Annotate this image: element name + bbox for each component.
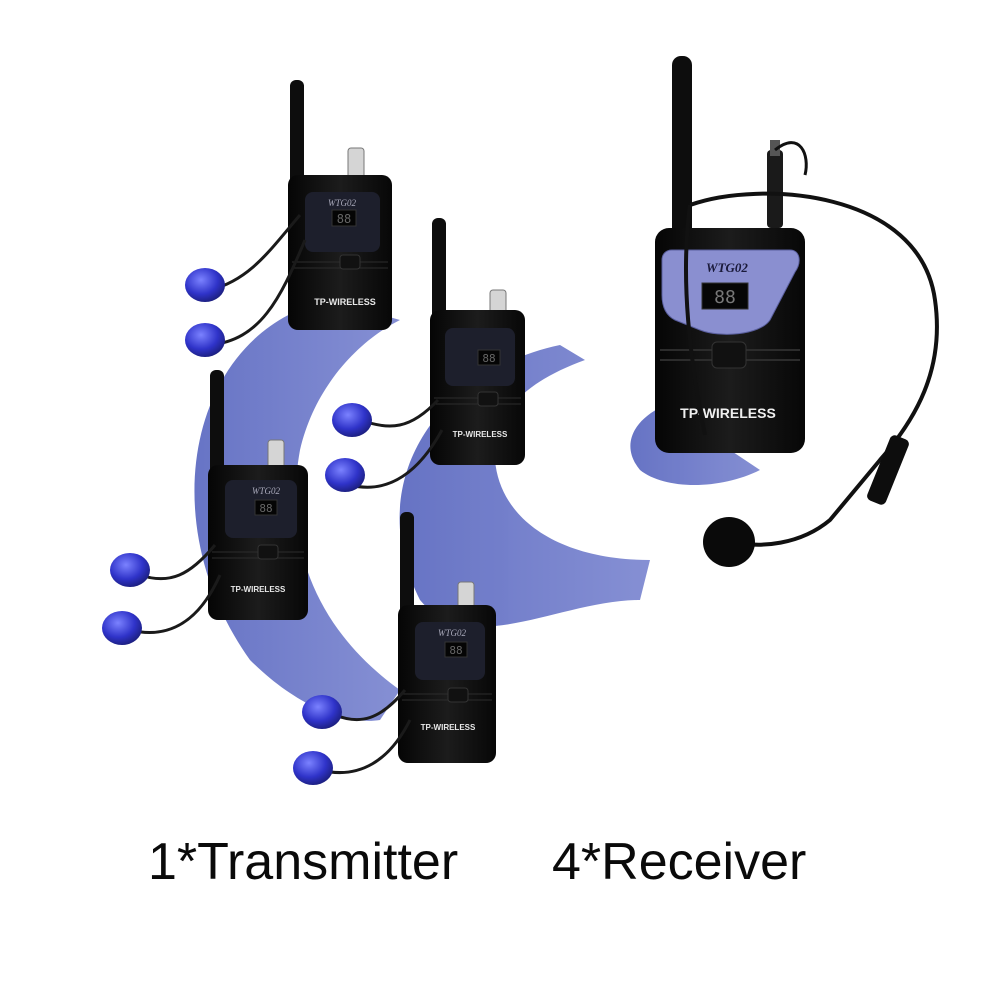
antenna-icon xyxy=(432,218,446,330)
receiver-unit: WTG02 88 TP-WIRELESS xyxy=(185,80,392,357)
svg-text:88: 88 xyxy=(259,502,272,515)
earphone-icon xyxy=(332,403,372,437)
transmitter-unit: WTG02 88 TP-WIRELESS xyxy=(655,56,939,567)
svg-text:88: 88 xyxy=(337,212,351,226)
antenna-icon xyxy=(400,512,414,624)
channel-display xyxy=(701,282,749,310)
channel-display xyxy=(444,641,468,658)
earphone-icon xyxy=(185,268,225,302)
model-label: WTG02 xyxy=(328,198,357,208)
brand-label: TP-WIRELESS xyxy=(231,585,286,594)
antenna-icon xyxy=(210,370,224,482)
model-label: WTG02 xyxy=(438,628,467,638)
svg-text:88: 88 xyxy=(482,352,495,365)
antenna-icon xyxy=(290,80,304,192)
receiver-unit: WTG02 88 TP-WIRELESS xyxy=(293,512,496,785)
channel-display xyxy=(331,209,357,227)
brand-label: TP-WIRELESS xyxy=(314,297,376,307)
channel-display xyxy=(254,499,278,516)
svg-text:88: 88 xyxy=(714,287,736,308)
headset-microphone-icon xyxy=(684,141,939,567)
antenna-icon xyxy=(672,56,692,241)
earphone-icon xyxy=(185,323,225,357)
model-label: WTG02 xyxy=(706,260,748,275)
channel-display xyxy=(477,349,501,366)
transmitter-caption: 1*Transmitter xyxy=(148,833,459,891)
earphone-icon xyxy=(102,611,142,645)
brand-label: TP-WIRELESS xyxy=(680,405,776,421)
receiver-unit: 88 TP-WIRELESS xyxy=(325,218,525,492)
receiver-caption: 4*Receiver xyxy=(552,833,807,891)
earphone-icon xyxy=(325,458,365,492)
model-label: WTG02 xyxy=(252,486,281,496)
receiver-unit: WTG02 88 TP-WIRELESS xyxy=(102,370,308,645)
earphone-icon xyxy=(110,553,150,587)
svg-text:88: 88 xyxy=(449,644,462,657)
brand-label: TP-WIRELESS xyxy=(421,723,476,732)
earphone-icon xyxy=(293,751,333,785)
earphone-icon xyxy=(302,695,342,729)
brand-label: TP-WIRELESS xyxy=(453,430,508,439)
